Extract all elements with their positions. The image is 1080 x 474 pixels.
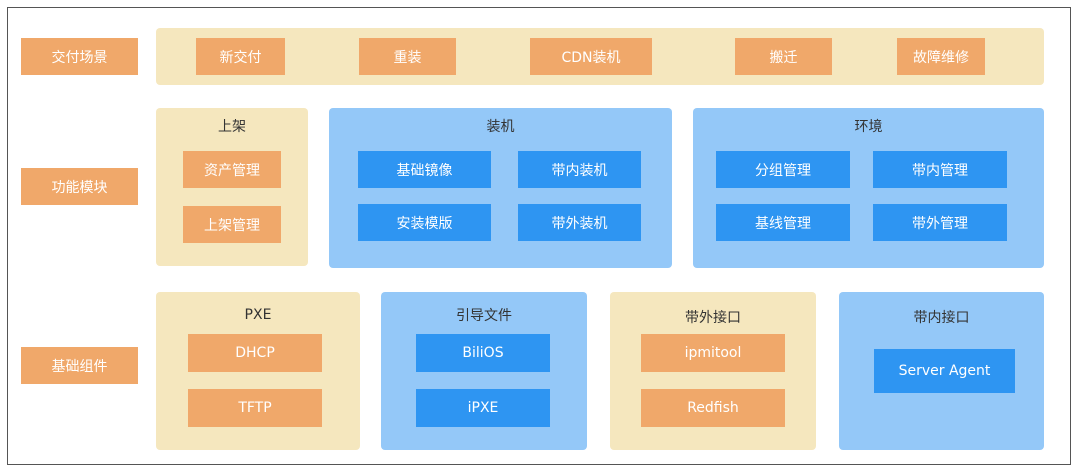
module-install-template: 安装模版 bbox=[358, 204, 491, 241]
module-install-title: 装机 bbox=[486, 119, 515, 135]
row-label-component: 基础组件 bbox=[21, 347, 138, 384]
module-inband-install: 带内装机 bbox=[518, 151, 641, 188]
component-ipxe: iPXE bbox=[416, 389, 550, 427]
component-ipmitool: ipmitool bbox=[641, 334, 785, 372]
component-bilios: BiliOS bbox=[416, 334, 550, 372]
module-env-title: 环境 bbox=[854, 119, 883, 135]
component-server-agent: Server Agent bbox=[874, 349, 1015, 393]
module-base-image: 基础镜像 bbox=[358, 151, 491, 188]
row-label-scenario: 交付场景 bbox=[21, 38, 138, 75]
module-inband-management: 带内管理 bbox=[873, 151, 1007, 188]
component-inband-title: 带内接口 bbox=[913, 310, 970, 326]
scenario-new-delivery: 新交付 bbox=[196, 38, 285, 75]
module-oob-install: 带外装机 bbox=[518, 204, 641, 241]
component-boot-title: 引导文件 bbox=[456, 308, 512, 324]
module-group-management: 分组管理 bbox=[716, 151, 850, 188]
component-dhcp: DHCP bbox=[188, 334, 322, 372]
module-env-panel bbox=[693, 108, 1044, 268]
scenario-repair: 故障维修 bbox=[897, 38, 985, 75]
component-pxe-title: PXE bbox=[244, 307, 272, 323]
module-install-panel bbox=[329, 108, 672, 268]
row-label-module: 功能模块 bbox=[21, 168, 138, 205]
component-redfish: Redfish bbox=[641, 389, 785, 427]
component-oob-title: 带外接口 bbox=[685, 310, 741, 326]
scenario-reinstall: 重装 bbox=[359, 38, 456, 75]
scenario-relocation: 搬迁 bbox=[735, 38, 832, 75]
component-tftp: TFTP bbox=[188, 389, 322, 427]
module-oob-management: 带外管理 bbox=[873, 204, 1007, 241]
scenario-cdn-install: CDN装机 bbox=[530, 38, 652, 75]
module-shelf-title: 上架 bbox=[218, 119, 246, 135]
module-shelf-management: 上架管理 bbox=[183, 206, 281, 243]
module-baseline-management: 基线管理 bbox=[716, 204, 850, 241]
module-asset-management: 资产管理 bbox=[183, 151, 281, 188]
